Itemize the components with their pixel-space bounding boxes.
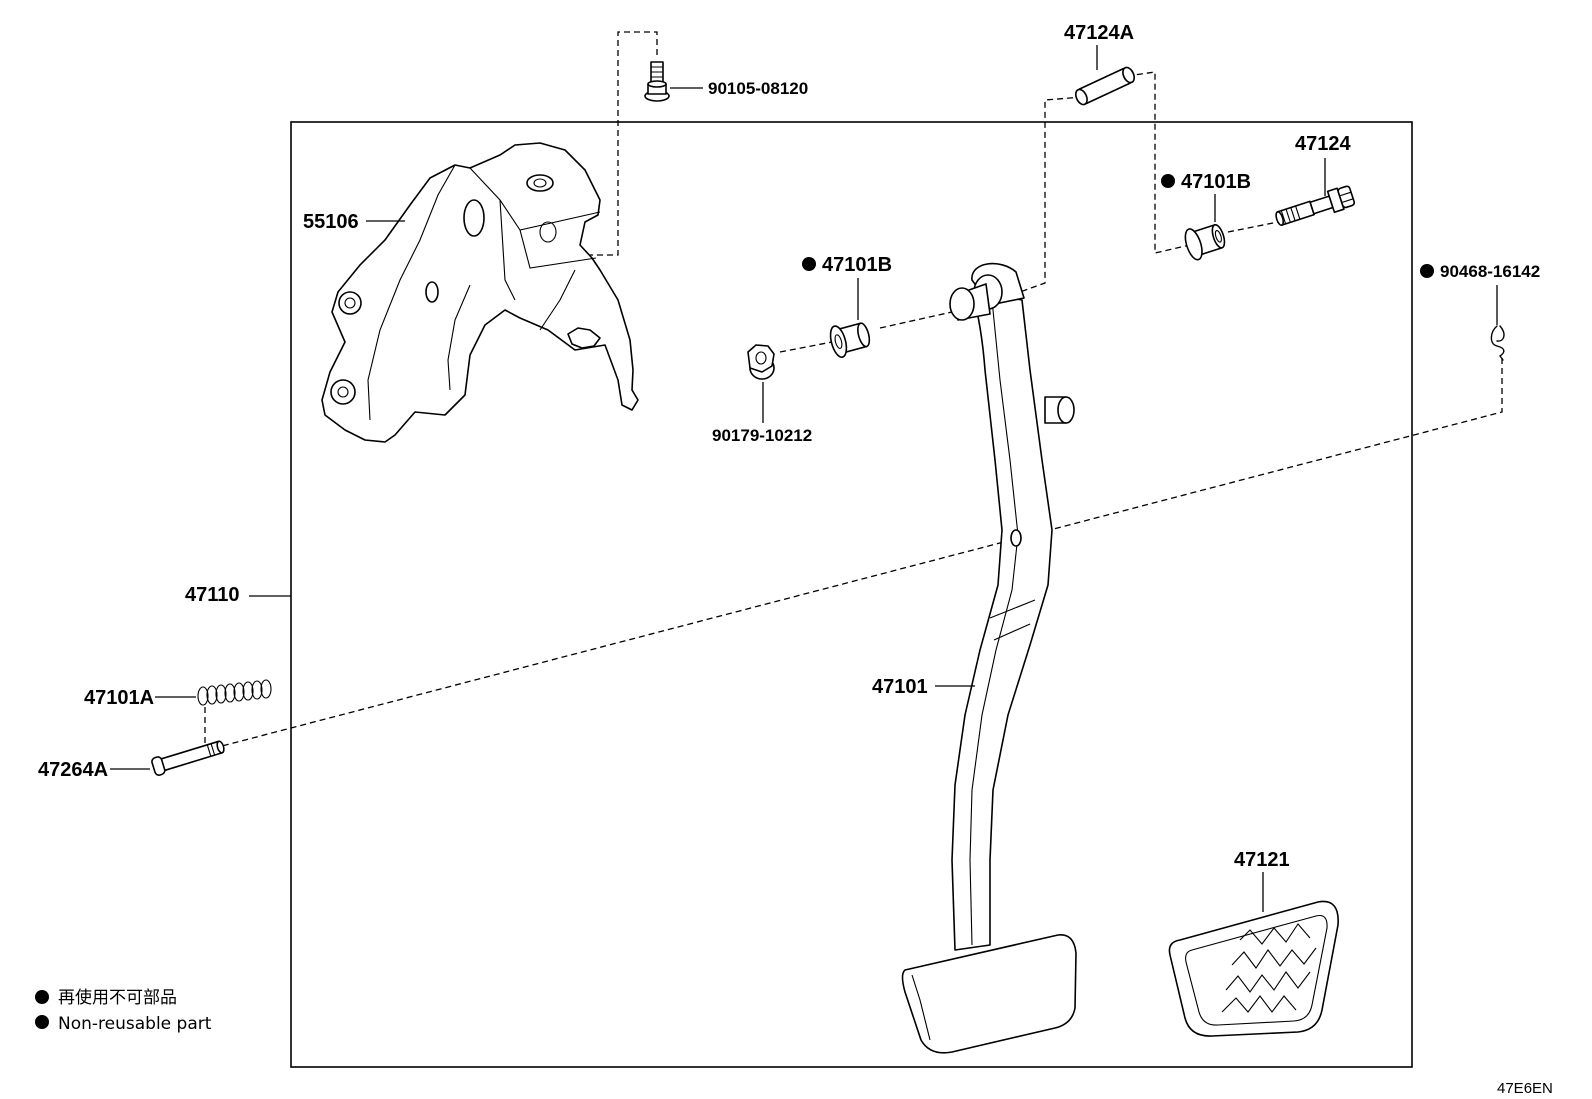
label-90468-16142: 90468-16142 [1440, 262, 1540, 281]
legend-text-japanese: 再使用不可部品 [58, 987, 177, 1008]
spring-47101A[interactable] [197, 679, 272, 706]
bracket-55106[interactable] [321, 142, 639, 443]
label-90179-10212: 90179-10212 [712, 426, 812, 445]
legend-text-english: Non-reusable part [58, 1014, 212, 1034]
non-reusable-marker [802, 257, 816, 271]
label-55106: 55106 [303, 211, 359, 233]
label-47124A: 47124A [1064, 22, 1134, 44]
bushing-47101B-middle[interactable] [828, 318, 873, 359]
legend-bullet [35, 990, 49, 1004]
bushing-47101B-upper[interactable] [1182, 220, 1228, 262]
clip-90468-16142[interactable] [1490, 325, 1505, 361]
pin-47264A[interactable] [151, 738, 226, 777]
assembly-frame [290, 121, 1413, 1068]
label-90105-08120: 90105-08120 [708, 79, 808, 98]
label-47101B-upper: 47101B [1181, 171, 1251, 193]
label-47110: 47110 [185, 584, 240, 606]
label-47101: 47101 [872, 676, 928, 698]
brake-pedal-47101[interactable] [901, 262, 1077, 1054]
legend-bullet [35, 1015, 49, 1029]
label-47121: 47121 [1234, 849, 1290, 871]
label-47101B-middle: 47101B [822, 254, 892, 276]
nut-90179-10212[interactable] [747, 344, 775, 380]
label-47124: 47124 [1295, 133, 1351, 155]
label-47264A: 47264A [38, 759, 108, 781]
pin-47124A[interactable] [1074, 66, 1137, 107]
bolt-47124[interactable] [1273, 185, 1356, 230]
non-reusable-marker [1161, 174, 1175, 188]
figure-code: 47E6EN [1497, 1080, 1553, 1097]
bolt-90105-08120[interactable] [644, 61, 670, 102]
label-47101A: 47101A [84, 687, 154, 709]
assembly-guide-lines [204, 31, 1503, 747]
non-reusable-marker [1420, 264, 1434, 278]
pedal-pad-47121[interactable] [1168, 900, 1339, 1037]
legend: 再使用不可部品 Non-reusable part [35, 987, 212, 1034]
